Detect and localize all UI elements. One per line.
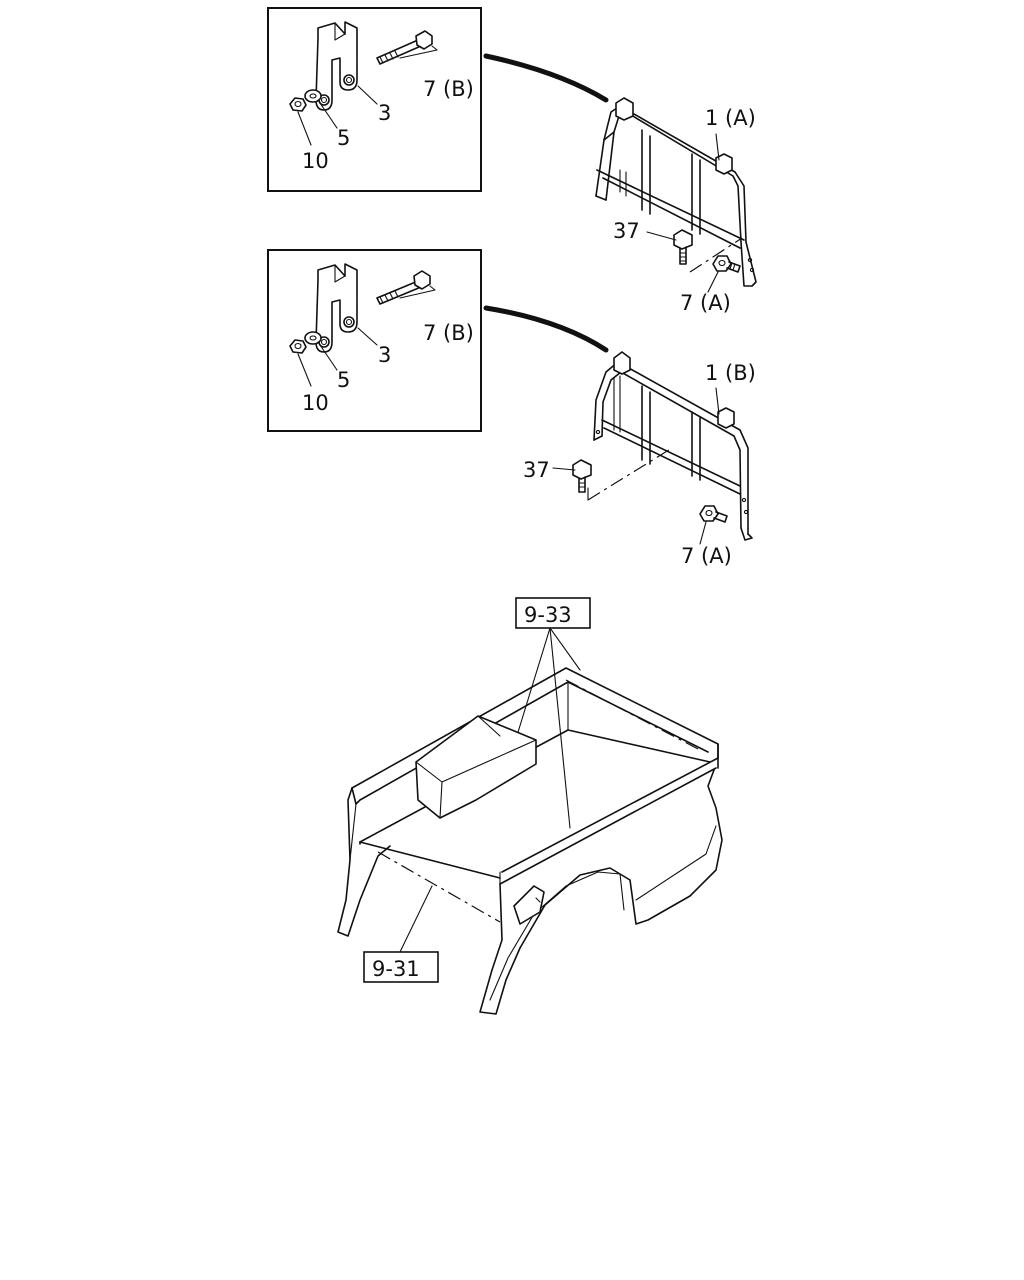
middle-label-37: 37: [523, 458, 550, 482]
ref-label-9-33[interactable]: 9-33: [524, 603, 572, 627]
middle-bolt-7b: [376, 270, 431, 305]
middle-label-3: 3: [378, 343, 391, 367]
top-bolt-7b: [376, 30, 433, 65]
middle-label-10: 10: [302, 391, 329, 415]
top-label-7b: 7 (B): [423, 77, 474, 101]
ref-box-9-31[interactable]: [363, 951, 439, 983]
top-washer-5: [304, 89, 322, 103]
ref-label-9-31[interactable]: 9-31: [372, 957, 420, 981]
middle-label-1b: 1 (B): [705, 361, 756, 385]
top-nut-10: [289, 97, 307, 112]
truck-bed-group: 9-33: [337, 597, 723, 1015]
middle-label-7b: 7 (B): [423, 321, 474, 345]
top-label-7a: 7 (A): [680, 291, 731, 315]
middle-label-7a: 7 (A): [681, 544, 732, 568]
middle-washer-5: [304, 331, 322, 345]
top-detail-group: 3 5 10 7 (B): [267, 7, 757, 315]
middle-nut-10: [289, 339, 307, 354]
middle-pointer-arc: [483, 305, 609, 353]
ref-box-9-33[interactable]: [515, 597, 591, 629]
middle-bolt-7a: [699, 505, 728, 523]
middle-detail-group: 3 5 10 7 (B): [267, 249, 756, 568]
middle-bolt-37: [572, 459, 592, 493]
top-label-10: 10: [302, 149, 329, 173]
top-label-37: 37: [613, 219, 640, 243]
top-label-3: 3: [378, 101, 391, 125]
top-label-5: 5: [337, 126, 350, 150]
top-label-1a: 1 (A): [705, 106, 756, 130]
truck-bed: [337, 667, 723, 1015]
top-bolt-7a: [712, 255, 741, 273]
top-bracket-part-3: [315, 21, 358, 111]
top-bolt-37: [673, 229, 693, 265]
top-pointer-arc: [483, 53, 609, 103]
middle-label-5: 5: [337, 368, 350, 392]
top-rack-1a: [595, 97, 757, 287]
middle-rack-1b: [593, 351, 753, 541]
